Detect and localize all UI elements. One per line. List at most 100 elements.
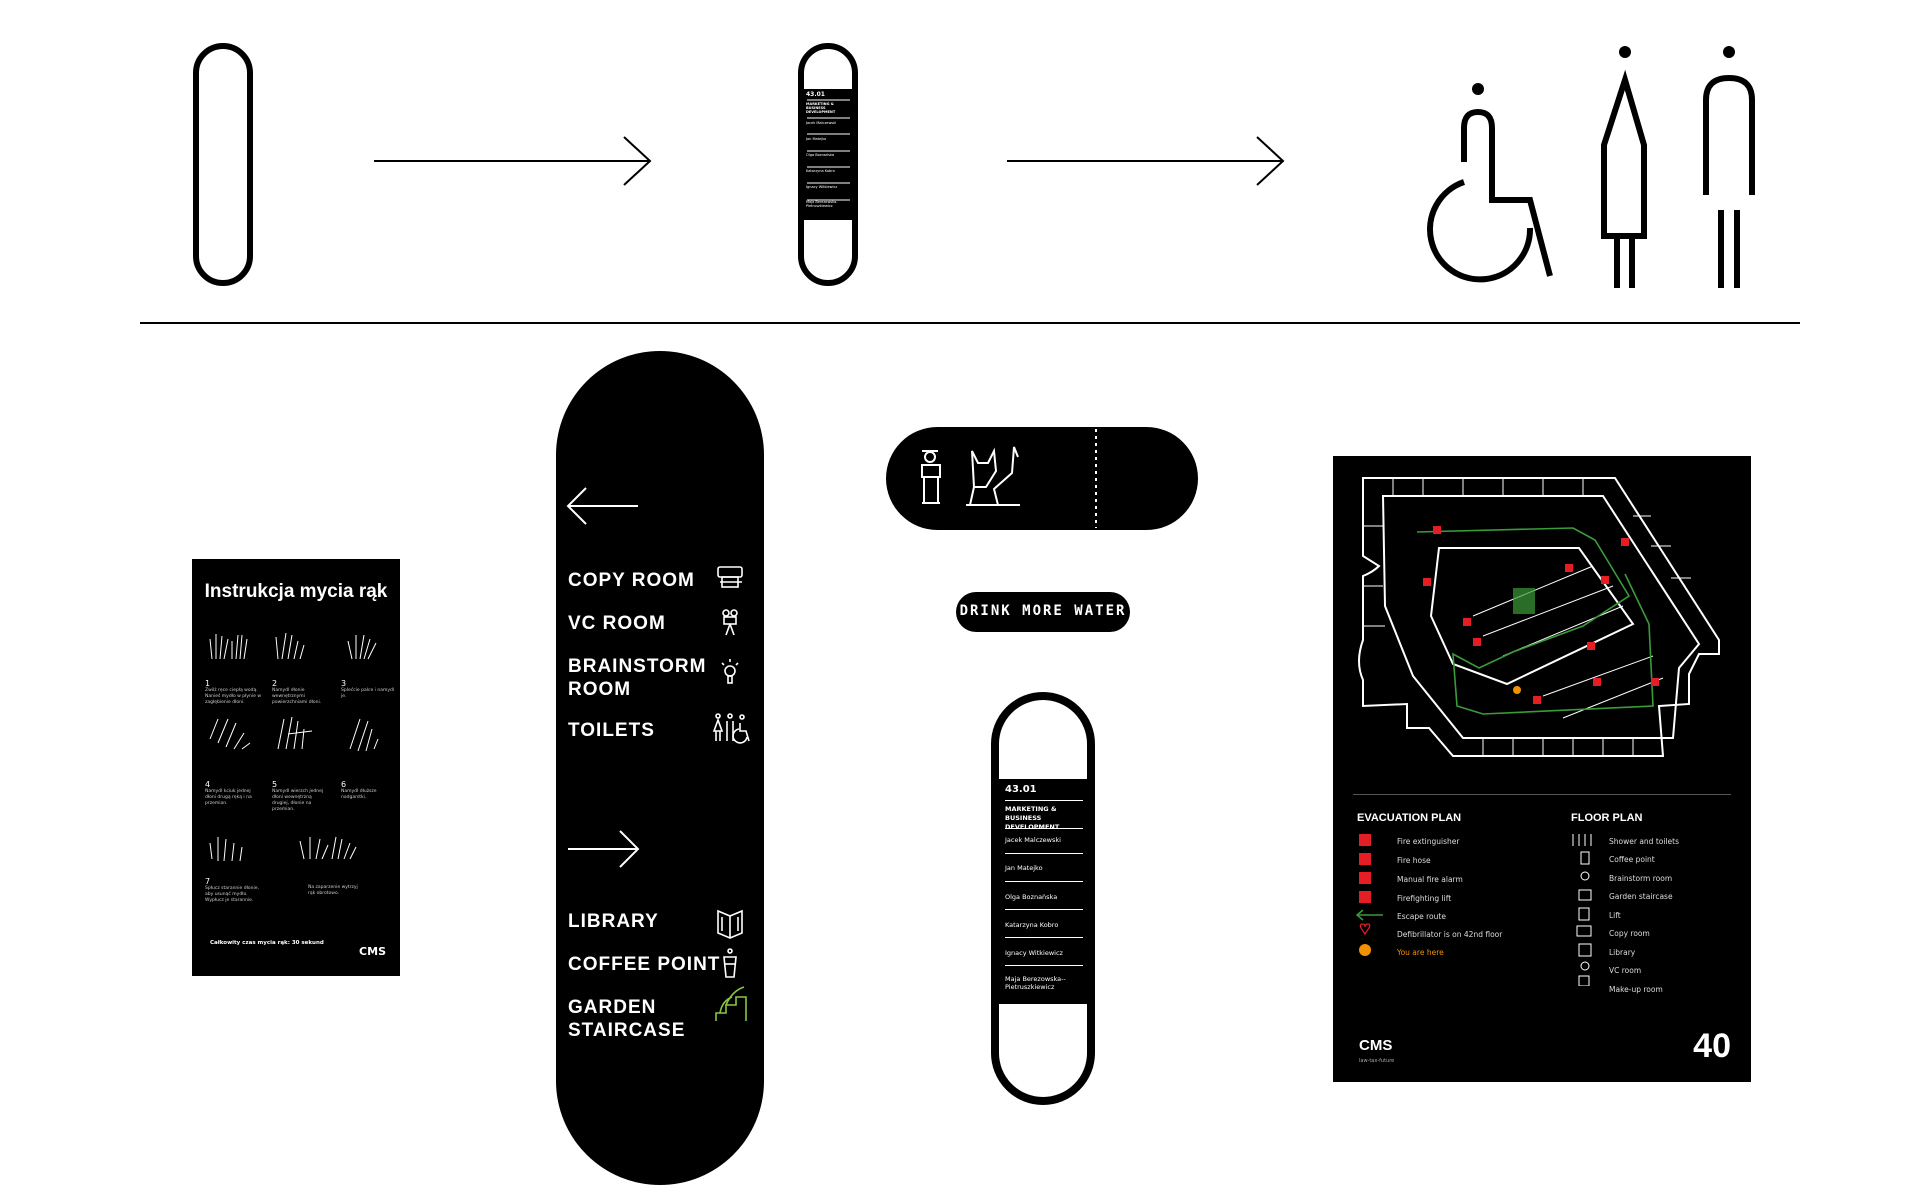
- room-department: MARKETING & BUSINESS DEVELOPMENT: [806, 102, 836, 114]
- fire-hose-icon: [1359, 853, 1371, 865]
- divider: [1005, 828, 1083, 829]
- dir-label-brainstorm-room: BRAINSTORM ROOM: [568, 656, 707, 700]
- copy-room-icon: [1576, 925, 1592, 937]
- brainstorm-room-icon: [1580, 871, 1590, 881]
- defibrillator-icon: [1359, 923, 1371, 936]
- library-icon: [1578, 943, 1592, 957]
- arrow-right-icon: [374, 136, 652, 186]
- you-are-here-icon: [1359, 944, 1371, 956]
- camera-icon: [722, 609, 738, 636]
- fire-extinguisher-icon: [1587, 642, 1595, 650]
- pet-friendly-sign: [886, 427, 1198, 530]
- legend-item: Lift: [1609, 911, 1621, 920]
- legend-item: Fire hose: [1397, 856, 1431, 865]
- step: Na zaparzenie wytrzyj rąk obrotowo.: [308, 885, 358, 896]
- poster-title: Instrukcja mycia rąk: [204, 581, 388, 602]
- drink-more-water-sign: DRINK MORE WATER: [956, 592, 1130, 632]
- hands-icon: [209, 837, 243, 862]
- room-name: Ignacy Witkiewicz: [806, 185, 838, 189]
- legend-item: Fire extinguisher: [1397, 837, 1460, 846]
- room-name: Katarzyna Kobro: [806, 169, 835, 173]
- hands-icon: [275, 632, 305, 660]
- building-outline: [1358, 477, 1720, 757]
- dir-label-coffee-point: COFFEE POINT: [568, 954, 721, 975]
- toilets-icon: [712, 713, 750, 744]
- room-sign-panel: [804, 89, 852, 220]
- legend-item: Firefighting lift: [1397, 894, 1452, 903]
- legend-item: Manual fire alarm: [1397, 875, 1463, 884]
- arrow-right-icon: [1007, 136, 1285, 186]
- room-sign-panel: 43.01 MARKETING & BUSINESS DEVELOPMENT J…: [999, 779, 1087, 1004]
- legend-icons: [1355, 834, 1592, 986]
- floor-title: FLOOR PLAN: [1571, 812, 1643, 824]
- directional-sign: COPY ROOM VC ROOM BRAINSTORM ROOM TOILET…: [556, 351, 764, 1185]
- hands-icon: [349, 718, 379, 752]
- legend-item: Library: [1609, 948, 1636, 957]
- garden-staircase-icon: [1578, 889, 1592, 901]
- fire-hose-icon: [1593, 678, 1601, 686]
- top-room-sign-text: 43.01 MARKETING & BUSINESS DEVELOPMENT J…: [806, 91, 852, 208]
- drink-text: DRINK MORE WATER: [959, 603, 1127, 619]
- room-name: Olga Boznańska: [806, 153, 835, 157]
- cms-tagline: law-tax-future: [1359, 1058, 1395, 1064]
- manual-fire-alarm-icon: [1533, 696, 1541, 704]
- legend-item: Shower and toilets: [1609, 837, 1679, 846]
- man-icon: [1703, 46, 1755, 288]
- room-department: MARKETING & BUSINESS DEVELOPMENT: [1005, 805, 1060, 831]
- room-sign: 43.01 MARKETING & BUSINESS DEVELOPMENT J…: [991, 692, 1095, 1105]
- lightbulb-icon: [721, 659, 739, 684]
- shower-toilets-icon: [1572, 834, 1592, 846]
- divider: [1005, 853, 1083, 854]
- room-name: Katarzyna Kobro: [1005, 921, 1059, 929]
- escape-route-arrow-icon: [1355, 909, 1383, 921]
- room-number: 43.01: [1005, 784, 1037, 795]
- fire-extinguisher-icon: [1359, 834, 1371, 846]
- manual-fire-alarm-icon: [1359, 872, 1371, 884]
- direction-arrows: [566, 487, 640, 868]
- cat-icon: [966, 446, 1020, 506]
- divider: [1005, 800, 1083, 801]
- fire-extinguisher-icon: [1423, 578, 1431, 586]
- vc-room-icon: [1580, 961, 1590, 971]
- blank-sign-outline: [193, 43, 253, 286]
- coffee-point-icon: [1580, 851, 1590, 865]
- pet-icons: [921, 429, 1097, 528]
- floor-plan-poster: EVACUATION PLAN FLOOR PLAN Fire extingui…: [1333, 456, 1751, 1082]
- room-name: Jacek Malczewski: [1005, 836, 1061, 844]
- floor-number: 40: [1693, 1027, 1731, 1065]
- copier-icon: [717, 566, 743, 588]
- legend-item-you-are-here: You are here: [1397, 948, 1444, 957]
- fire-extinguisher-icon: [1621, 538, 1629, 546]
- you-are-here-marker: [1513, 686, 1521, 694]
- legend-item: Copy room: [1609, 929, 1650, 938]
- person-with-pet-icon: [921, 450, 941, 504]
- divider: [1005, 909, 1083, 910]
- fire-extinguisher-icon: [1565, 564, 1573, 572]
- divider: [1005, 937, 1083, 938]
- arrow-right-icon: [568, 830, 640, 868]
- arrow-left-icon: [566, 487, 638, 525]
- hand-illustrations: [209, 632, 379, 862]
- escape-route: [1416, 527, 1654, 715]
- plant-stairs-icon: [715, 986, 747, 1021]
- legend-item: Coffee point: [1609, 855, 1655, 864]
- legend-item: VC room: [1609, 966, 1642, 975]
- cms-logo: CMS: [359, 945, 386, 958]
- room-name: Jacek Malczewski: [806, 121, 837, 125]
- garden-staircase-area: [1513, 588, 1535, 614]
- room-name: Jan Matejko: [806, 137, 827, 141]
- room-name: Jan Matejko: [1005, 864, 1043, 872]
- legend-item: Brainstorm room: [1609, 874, 1673, 883]
- dir-label-toilets: TOILETS: [568, 720, 655, 741]
- room-number: 43.01: [806, 91, 825, 98]
- legend-item: Garden staircase: [1609, 892, 1673, 901]
- hands-icon: [347, 634, 377, 660]
- divider: [1005, 881, 1083, 882]
